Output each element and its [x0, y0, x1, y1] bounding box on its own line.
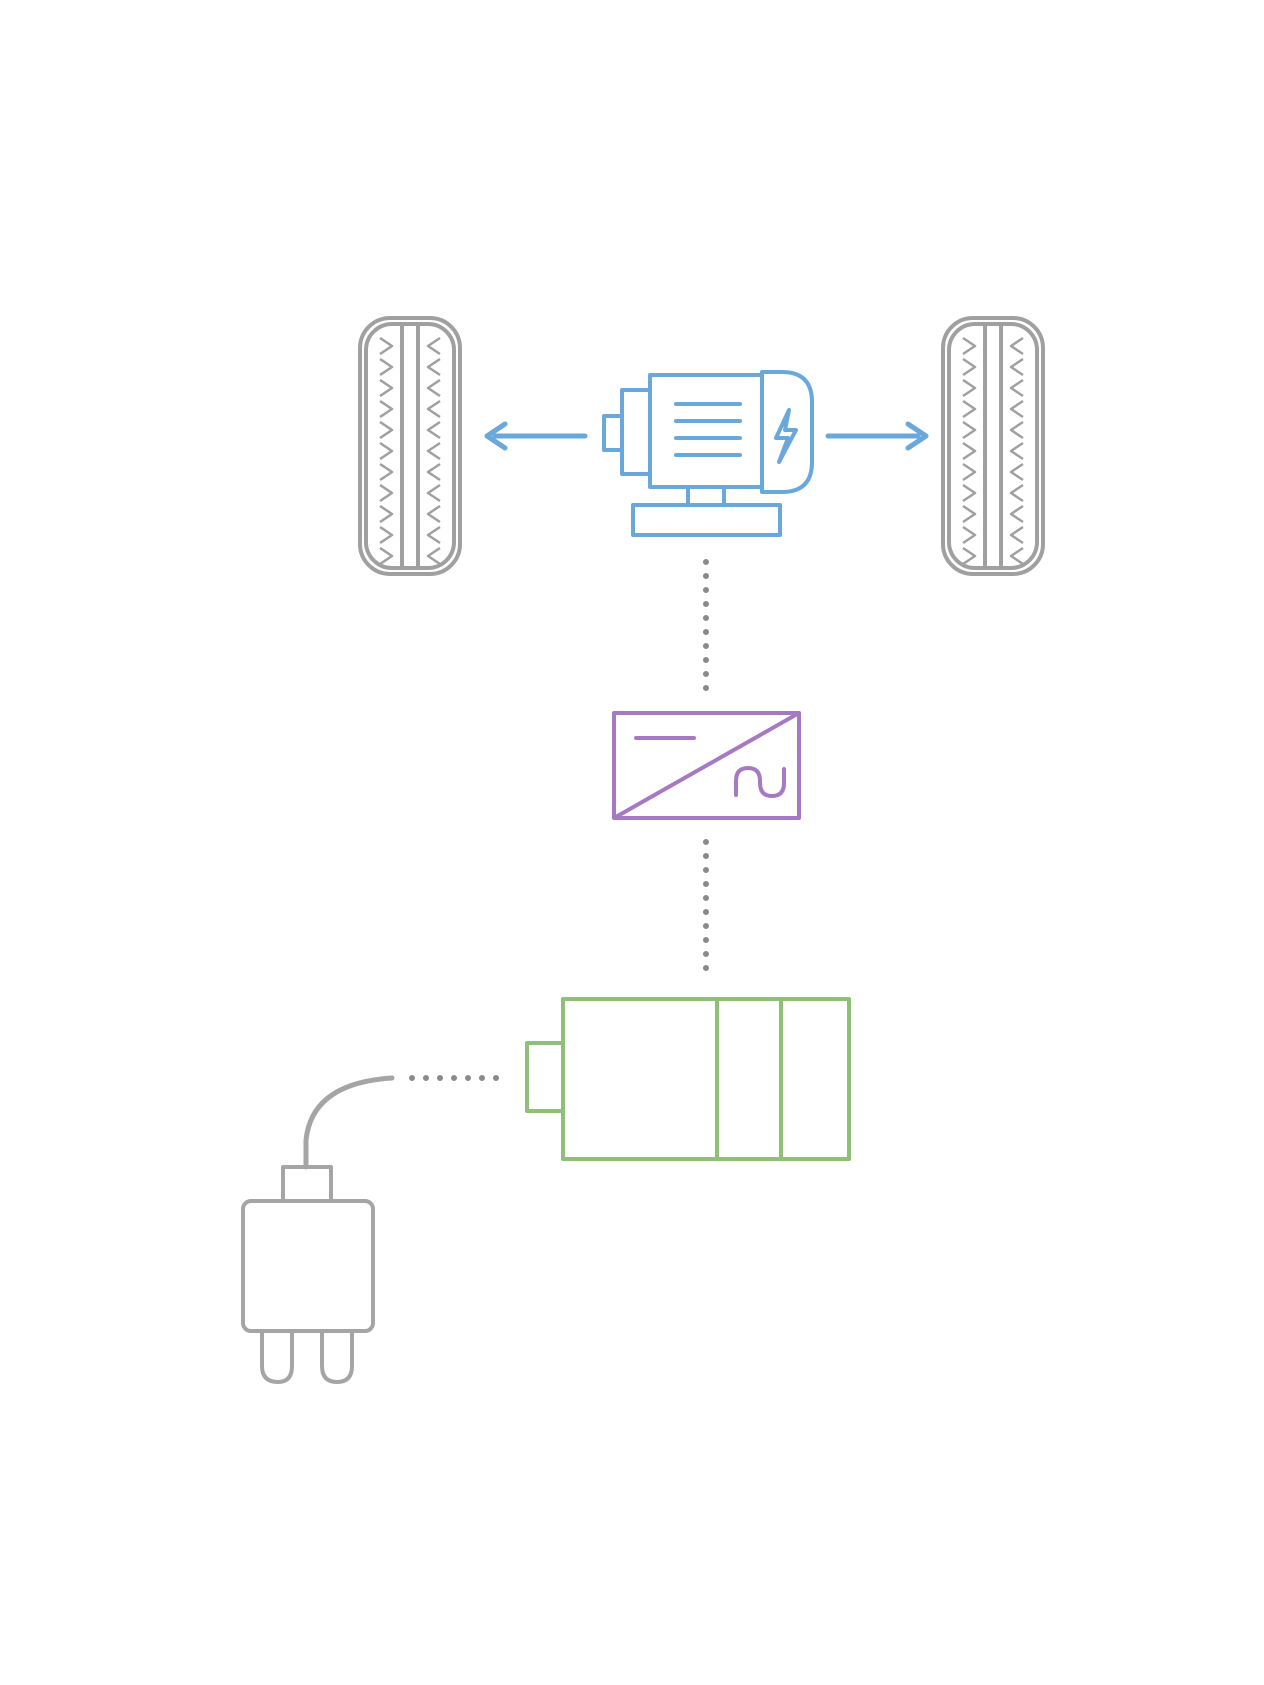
tire-tread-mark — [426, 420, 441, 440]
tire-tread-mark — [426, 462, 441, 482]
tire-tread-mark — [1009, 357, 1024, 377]
tire-tread-mark — [379, 378, 394, 398]
tire-tread-mark — [426, 336, 441, 356]
tire-tread-mark — [426, 546, 441, 566]
tire-tread-mark — [962, 399, 977, 419]
tire-tread-mark — [1009, 483, 1024, 503]
tire-tread-mark — [379, 420, 394, 440]
tire-tread-mark — [1009, 441, 1024, 461]
tire-tread-mark — [379, 546, 394, 566]
right-wheel-tire-icon — [941, 316, 1045, 576]
tire-tread-mark — [426, 441, 441, 461]
tire-tread-mark — [962, 357, 977, 377]
tire-tread-mark — [426, 483, 441, 503]
tire-tread-mark — [962, 441, 977, 461]
tire-tread-mark — [962, 504, 977, 524]
tire-tread-mark — [962, 546, 977, 566]
tire-tread-mark — [1009, 420, 1024, 440]
tire-tread-mark — [1009, 336, 1024, 356]
tire-tread-mark — [426, 525, 441, 545]
electric-motor-icon — [602, 370, 814, 537]
tire-tread-mark — [426, 378, 441, 398]
tire-tread-mark — [1009, 525, 1024, 545]
tire-tread-mark — [379, 399, 394, 419]
tire-tread-mark — [1009, 378, 1024, 398]
tire-tread-mark — [426, 357, 441, 377]
tire-tread-mark — [379, 336, 394, 356]
tire-tread-mark — [379, 441, 394, 461]
battery-icon — [525, 997, 851, 1161]
plug-icon — [241, 1165, 375, 1384]
tire-tread-mark — [426, 504, 441, 524]
tire-tread-mark — [962, 378, 977, 398]
tire-tread-mark — [1009, 399, 1024, 419]
tire-tread-mark — [426, 399, 441, 419]
tire-tread-mark — [379, 483, 394, 503]
tire-tread-mark — [962, 462, 977, 482]
left-wheel-tire-icon — [358, 316, 462, 576]
tire-tread-mark — [379, 504, 394, 524]
tire-tread-mark — [379, 525, 394, 545]
motor-to-left-wheel-arrow — [484, 421, 588, 451]
tire-tread-mark — [1009, 546, 1024, 566]
tire-tread-mark — [379, 462, 394, 482]
plug-to-battery-cable — [303, 1075, 513, 1170]
motor-to-right-wheel-arrow — [825, 421, 929, 451]
tire-tread-mark — [962, 483, 977, 503]
tire-tread-mark — [962, 525, 977, 545]
tire-tread-mark — [1009, 462, 1024, 482]
tire-tread-mark — [962, 420, 977, 440]
tire-tread-mark — [962, 336, 977, 356]
tire-tread-mark — [379, 357, 394, 377]
dc-ac-inverter-icon — [612, 711, 801, 820]
tire-tread-mark — [1009, 504, 1024, 524]
